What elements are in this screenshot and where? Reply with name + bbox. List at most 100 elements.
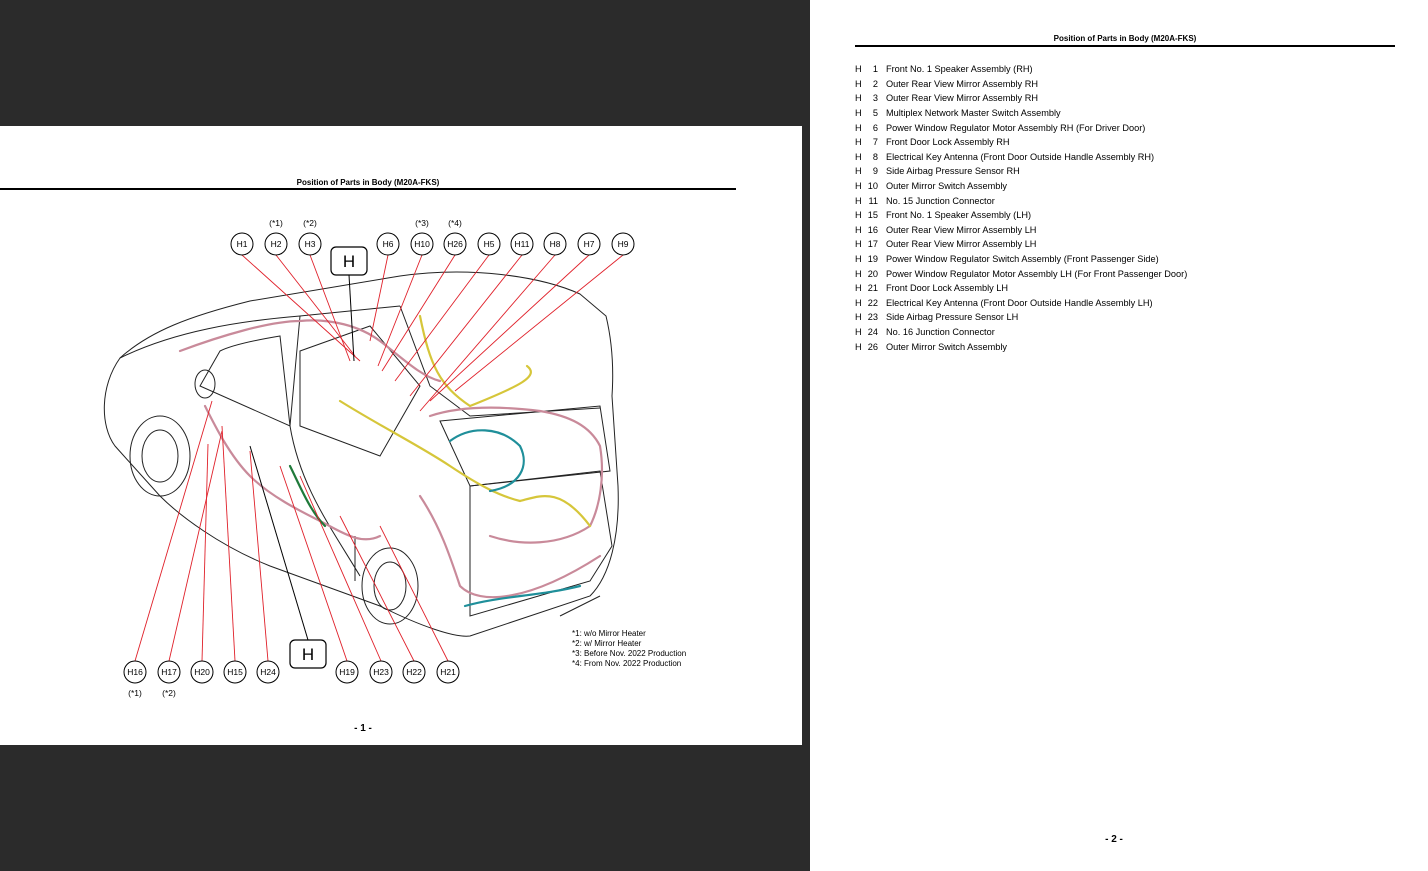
part-number: 16 — [867, 224, 878, 235]
part-number: 26 — [867, 341, 878, 352]
part-number: 22 — [867, 297, 878, 308]
leader-line — [309, 254, 351, 362]
harness-yellow-roof — [418, 314, 532, 408]
part-name: Outer Rear View Mirror Assembly LH — [886, 239, 1037, 250]
leader-line — [381, 254, 456, 372]
part-number: 21 — [867, 283, 878, 294]
part-number: 5 — [872, 108, 878, 119]
vehicle-outline — [103, 271, 619, 637]
part-number: 2 — [872, 78, 878, 89]
callout-label: H19 — [339, 667, 355, 677]
callout-h8: H8 — [543, 232, 567, 256]
part-number: 10 — [867, 181, 878, 192]
page-1-title: Position of Parts in Body (M20A-FKS) — [296, 178, 440, 187]
part-prefix: H — [855, 268, 862, 279]
part-prefix: H — [855, 283, 862, 294]
connector-label-top: H — [343, 252, 355, 271]
footnote: *2: w/ Mirror Heater — [572, 639, 642, 648]
harness-yellow-body — [338, 399, 592, 528]
leader-line — [409, 254, 523, 397]
leader-line — [249, 450, 269, 662]
part-name: Electrical Key Antenna (Front Door Outsi… — [886, 151, 1155, 162]
part-prefix: H — [855, 254, 862, 265]
page-number: - 2 - — [1105, 834, 1123, 845]
part-prefix: H — [855, 341, 862, 352]
part-prefix: H — [855, 239, 862, 250]
part-name: Power Window Regulator Motor Assembly LH… — [886, 268, 1188, 279]
leader-line — [377, 254, 423, 367]
part-name: Outer Mirror Switch Assembly — [886, 181, 1007, 192]
callout-h23: H23 — [369, 660, 393, 684]
leader-line — [419, 254, 556, 412]
part-number: 3 — [872, 93, 878, 104]
part-prefix: H — [855, 64, 862, 75]
leader-line — [168, 430, 223, 662]
harness-teal-rear — [448, 429, 525, 493]
part-name: Power Window Regulator Motor Assembly RH… — [886, 122, 1146, 133]
callout-note: (*2) — [303, 218, 317, 228]
part-number: 11 — [868, 195, 878, 206]
part-prefix: H — [855, 181, 862, 192]
connector-box-top: H — [330, 246, 368, 362]
leader-line — [201, 443, 209, 662]
part-name: Front Door Lock Assembly RH — [886, 137, 1010, 148]
part-name: No. 16 Junction Connector — [886, 326, 995, 337]
callout-h15: H15 — [223, 660, 247, 684]
part-name: Outer Mirror Switch Assembly — [886, 341, 1007, 352]
part-prefix: H — [855, 122, 862, 133]
part-name: Outer Rear View Mirror Assembly RH — [886, 78, 1038, 89]
part-prefix: H — [855, 151, 862, 162]
part-prefix: H — [855, 137, 862, 148]
callout-label: H6 — [383, 239, 394, 249]
page-number: - 1 - — [354, 723, 372, 734]
part-number: 6 — [872, 122, 878, 133]
part-prefix: H — [855, 224, 862, 235]
callout-h26: H26(*4) — [443, 218, 467, 256]
part-number: 24 — [867, 326, 878, 337]
callout-label: H26 — [447, 239, 463, 249]
callout-label: H8 — [550, 239, 561, 249]
callout-h17: H17(*2) — [157, 660, 181, 698]
part-name: Side Airbag Pressure Sensor RH — [886, 166, 1020, 177]
part-number: 23 — [867, 312, 878, 323]
callout-h1: H1 — [230, 232, 254, 256]
callout-h22: H22 — [402, 660, 426, 684]
part-number: 19 — [867, 254, 878, 265]
part-prefix: H — [855, 78, 862, 89]
part-name: Front No. 1 Speaker Assembly (LH) — [886, 210, 1032, 221]
parts-row: H 10 Outer Mirror Switch Assembly — [855, 179, 1187, 194]
part-name: Multiplex Network Master Switch Assembly — [886, 108, 1061, 119]
callout-note: (*3) — [415, 218, 429, 228]
callout-label: H9 — [618, 239, 629, 249]
callout-label: H22 — [406, 667, 422, 677]
callout-label: H15 — [227, 667, 243, 677]
callout-h19: H19 — [335, 660, 359, 684]
part-prefix: H — [855, 195, 862, 206]
footnote: *4: From Nov. 2022 Production — [572, 659, 682, 668]
leader-line — [429, 254, 590, 402]
part-prefix: H — [855, 166, 862, 177]
connector-box-bottom: H — [249, 445, 327, 669]
callout-label: H5 — [484, 239, 495, 249]
callout-label: H17 — [161, 667, 177, 677]
leader-line — [279, 465, 348, 662]
callout-h21: H21 — [436, 660, 460, 684]
